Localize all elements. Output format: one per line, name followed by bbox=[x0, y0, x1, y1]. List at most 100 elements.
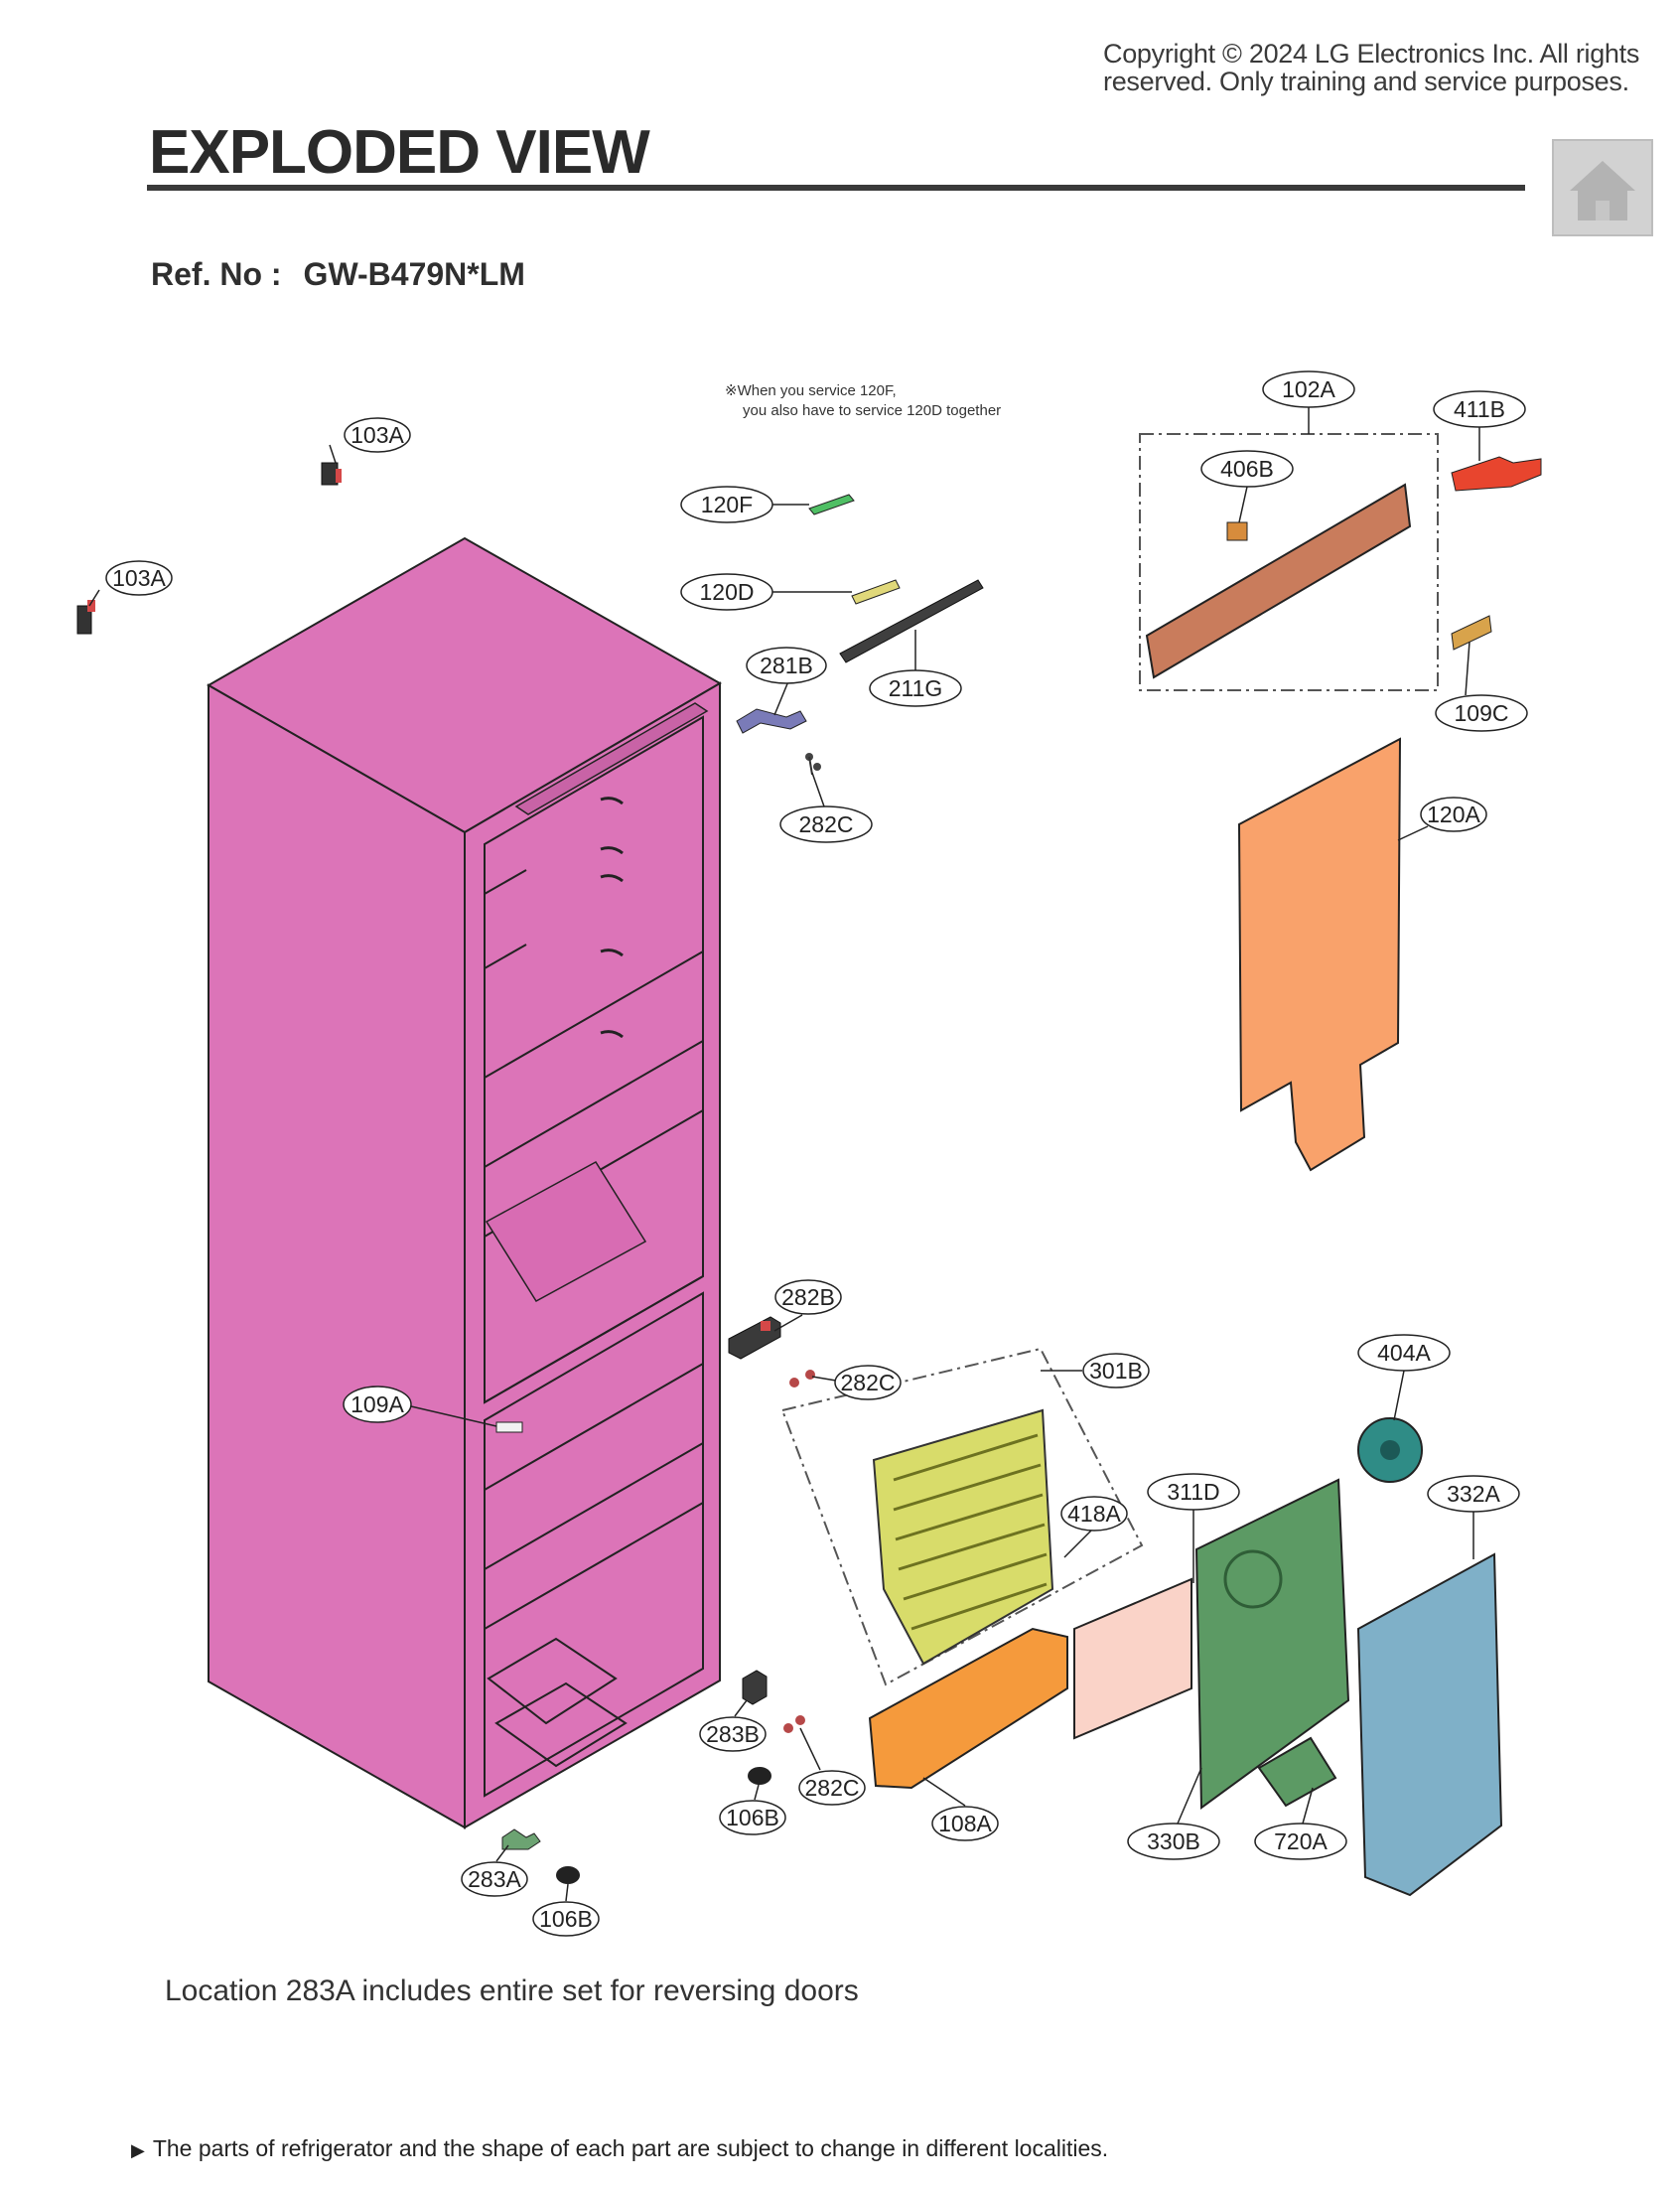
callout-211G-label: 211G bbox=[889, 675, 943, 701]
group-102A-frame bbox=[1139, 433, 1439, 691]
shroud-fan-ring bbox=[1223, 1549, 1283, 1609]
callout-411B: 411B bbox=[1433, 390, 1526, 461]
callout-282C-top: 282C bbox=[779, 772, 873, 843]
callout-330B-label: 330B bbox=[1147, 1828, 1200, 1854]
callout-109C-label: 109C bbox=[1455, 700, 1509, 726]
callout-283B: 283B bbox=[699, 1699, 767, 1752]
callout-282C-top-label: 282C bbox=[799, 811, 854, 837]
callout-106B-low: 106B bbox=[532, 1883, 600, 1937]
callout-283A: 283A bbox=[461, 1844, 528, 1897]
callout-720A-label: 720A bbox=[1274, 1828, 1328, 1854]
part-106B-low bbox=[556, 1866, 580, 1884]
page-title: EXPLODED VIEW bbox=[149, 118, 650, 187]
callout-418A-label: 418A bbox=[1067, 1501, 1121, 1527]
callout-281B-label: 281B bbox=[760, 653, 813, 678]
callout-103A-top: 103A bbox=[329, 417, 411, 464]
home-button[interactable] bbox=[1552, 139, 1653, 236]
callout-106B-mid-label: 106B bbox=[726, 1805, 779, 1830]
home-icon bbox=[1570, 161, 1635, 220]
callout-311D: 311D bbox=[1147, 1473, 1240, 1583]
callout-720A: 720A bbox=[1254, 1787, 1347, 1860]
triangle-right-icon: ▶ bbox=[131, 2140, 145, 2160]
callout-103A-left: 103A bbox=[88, 560, 173, 607]
part-282B-tab bbox=[761, 1321, 770, 1331]
copyright-line-1: Copyright © 2024 LG Electronics Inc. All… bbox=[1103, 39, 1640, 69]
group-301B-frame bbox=[780, 1347, 1144, 1686]
part-311D bbox=[1073, 1577, 1192, 1740]
service-note-line-2: you also have to service 120D together bbox=[743, 402, 1002, 419]
callout-332A: 332A bbox=[1427, 1475, 1520, 1559]
part-720A bbox=[1257, 1736, 1337, 1808]
callout-103A-left-label: 103A bbox=[112, 565, 166, 591]
part-120D bbox=[851, 579, 901, 605]
part-109C bbox=[1451, 615, 1492, 651]
service-note: ※When you service 120F, you also have to… bbox=[725, 381, 1001, 421]
callout-330B: 330B bbox=[1127, 1767, 1220, 1860]
part-332A bbox=[1356, 1552, 1503, 1897]
callout-108A: 108A bbox=[922, 1777, 999, 1841]
part-411B bbox=[1451, 456, 1542, 492]
part-102A-duct bbox=[1145, 483, 1412, 679]
part-211G bbox=[839, 579, 984, 663]
part-120F bbox=[808, 494, 855, 515]
part-103A-top bbox=[321, 462, 342, 486]
part-283B bbox=[742, 1670, 768, 1705]
footer-text: The parts of refrigerator and the shape … bbox=[152, 2135, 1109, 2161]
callout-406B-label: 406B bbox=[1220, 456, 1274, 482]
callout-418A: 418A bbox=[1060, 1496, 1128, 1558]
callout-109A: 109A bbox=[343, 1386, 497, 1427]
callout-106B-mid: 106B bbox=[719, 1784, 786, 1835]
part-282B bbox=[728, 1316, 781, 1360]
part-103A-left bbox=[76, 600, 95, 635]
service-note-line-1: ※When you service 120F, bbox=[725, 382, 897, 399]
callout-406B: 406B bbox=[1200, 450, 1294, 523]
callout-102A: 102A bbox=[1262, 370, 1355, 434]
callout-282B: 282B bbox=[773, 1279, 842, 1332]
callout-411B-label: 411B bbox=[1454, 396, 1505, 422]
cabinet bbox=[206, 536, 723, 1829]
part-406B bbox=[1226, 521, 1248, 541]
title-underline bbox=[147, 185, 1525, 191]
callout-103A-top-label: 103A bbox=[350, 422, 404, 448]
callout-282B-label: 282B bbox=[781, 1284, 835, 1310]
part-283A bbox=[501, 1828, 541, 1850]
callout-282C-mid: 282C bbox=[811, 1365, 902, 1400]
callout-120F-label: 120F bbox=[701, 492, 753, 517]
reversing-doors-note: Location 283A includes entire set for re… bbox=[165, 1974, 859, 2007]
callout-301B-label: 301B bbox=[1089, 1358, 1143, 1384]
copyright-notice: Copyright © 2024 LG Electronics Inc. All… bbox=[1103, 40, 1669, 95]
part-282C-mid bbox=[789, 1370, 815, 1388]
callout-283A-label: 283A bbox=[468, 1866, 521, 1892]
callout-120F: 120F bbox=[680, 486, 809, 523]
callout-282C-low: 282C bbox=[798, 1727, 866, 1806]
callout-404A-label: 404A bbox=[1377, 1340, 1431, 1366]
reference-number: Ref. No : GW-B479N*LM bbox=[151, 256, 525, 293]
part-282C-top bbox=[805, 753, 821, 776]
part-282C-low bbox=[783, 1715, 805, 1733]
callout-283B-label: 283B bbox=[706, 1721, 760, 1747]
callout-102A-label: 102A bbox=[1282, 376, 1335, 402]
part-106B-mid bbox=[748, 1767, 771, 1785]
part-120A bbox=[1237, 737, 1402, 1172]
callout-281B: 281B bbox=[746, 647, 827, 716]
callout-109A-label: 109A bbox=[350, 1391, 404, 1417]
copyright-line-2: reserved. Only training and service purp… bbox=[1103, 67, 1629, 96]
callout-109C: 109C bbox=[1435, 641, 1528, 732]
part-330B bbox=[1194, 1478, 1350, 1810]
ref-model: GW-B479N*LM bbox=[303, 256, 525, 292]
callout-120A: 120A bbox=[1397, 797, 1487, 841]
callout-282C-low-label: 282C bbox=[805, 1775, 860, 1801]
callout-301B: 301B bbox=[1041, 1353, 1150, 1388]
part-108A bbox=[868, 1627, 1068, 1790]
callout-120D: 120D bbox=[680, 573, 852, 611]
callout-332A-label: 332A bbox=[1447, 1481, 1500, 1507]
footer-disclaimer: ▶ The parts of refrigerator and the shape… bbox=[131, 2135, 1108, 2162]
callout-120A-label: 120A bbox=[1427, 802, 1480, 827]
callout-404A: 404A bbox=[1357, 1334, 1451, 1421]
callout-106B-low-label: 106B bbox=[539, 1906, 593, 1932]
ref-label: Ref. No : bbox=[151, 256, 282, 292]
part-109A bbox=[495, 1421, 523, 1433]
callout-282C-mid-label: 282C bbox=[841, 1370, 896, 1395]
callout-108A-label: 108A bbox=[938, 1811, 992, 1836]
